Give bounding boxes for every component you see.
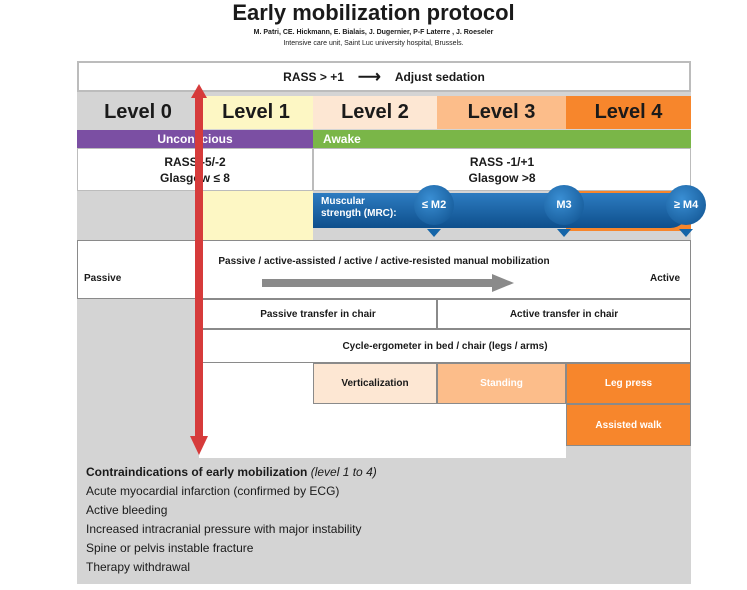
level1-blank-area <box>199 363 313 458</box>
mrc-pointer-m2 <box>427 229 441 237</box>
mrc-pointer-m3 <box>557 229 571 237</box>
awake-rass: RASS -1/+1 <box>469 154 535 169</box>
contraindication-item: Increased intracranial pressure with maj… <box>86 522 362 536</box>
unconscious-label: Unconscious <box>157 132 233 146</box>
cycle-ergometer-cell: Cycle-ergometer in bed / chair (legs / a… <box>199 329 691 363</box>
level-2-header: Level 2 <box>313 96 437 129</box>
mrc-bar <box>313 193 688 228</box>
level-4-label: Level 4 <box>594 101 663 123</box>
active-label: Active <box>649 273 680 284</box>
mrc-label-line1: Muscular <box>321 196 365 207</box>
mrc-marker-m3: M3 <box>544 185 584 225</box>
passive-to-active-arrow <box>262 274 514 292</box>
awake-criteria: RASS -1/+1 Glasgow >8 <box>313 148 691 191</box>
assisted-walk-cell: Assisted walk <box>566 404 691 446</box>
active-transfer-cell: Active transfer in chair <box>437 299 691 329</box>
authors-line: M. Patri, CE. Hickmann, E. Bialais, J. D… <box>253 29 494 36</box>
contraindications-title: Contraindications of early mobilization <box>86 465 308 479</box>
verticalization-cell: Verticalization <box>313 363 437 404</box>
level2-blank-area <box>313 404 566 458</box>
contraindications-heading: Contraindications of early mobilization … <box>86 463 377 482</box>
level-1-header: Level 1 <box>199 96 313 129</box>
rass-rule-condition: RASS > +1 <box>283 69 344 84</box>
level1-column <box>199 191 313 240</box>
contraindication-item: Therapy withdrawal <box>86 560 191 574</box>
manual-mobilization-text: Passive / active-assisted / active / act… <box>218 256 550 267</box>
right-arrow-icon: ⟶ <box>357 68 381 86</box>
level-2-label: Level 2 <box>341 101 409 123</box>
level-0-label: Level 0 <box>104 101 172 123</box>
level-1-label: Level 1 <box>222 101 290 123</box>
standing-cell: Standing <box>437 363 566 404</box>
mrc-marker-m2-label: ≤ M2 <box>421 199 447 211</box>
passive-transfer-cell: Passive transfer in chair <box>199 299 437 329</box>
contraindications-note: (level 1 to 4) <box>310 465 377 479</box>
contraindication-item: Active bleeding <box>86 503 168 517</box>
affiliation-line: Intensive care unit, Saint Luc universit… <box>283 40 464 47</box>
awake-glasgow: Glasgow >8 <box>468 170 536 185</box>
mrc-marker-m4: ≥ M4 <box>666 185 706 225</box>
mrc-marker-m4-label: ≥ M4 <box>673 199 699 211</box>
awake-label: Awake <box>323 132 361 146</box>
unconscious-rass: RASS -5/-2 <box>164 154 226 169</box>
red-timeline-arrow <box>190 84 208 455</box>
level-0-header: Level 0 <box>77 96 199 129</box>
mrc-marker-m2: ≤ M2 <box>414 185 454 225</box>
level-3-header: Level 3 <box>437 96 566 129</box>
level-4-header: Level 4 <box>566 96 691 129</box>
contraindications-block: Contraindications of early mobilization … <box>86 463 377 577</box>
page-title: Early mobilization protocol <box>232 0 515 25</box>
manual-mobilization-box <box>77 240 691 299</box>
rass-rule-action: Adjust sedation <box>394 69 485 84</box>
level-3-label: Level 3 <box>467 101 536 123</box>
awake-band: Awake <box>313 130 691 148</box>
leg-press-cell: Leg press <box>566 363 691 404</box>
mrc-label: Muscular strength (MRC): <box>321 196 397 220</box>
mrc-label-line2: strength (MRC): <box>321 208 397 219</box>
contraindication-item: Spine or pelvis instable fracture <box>86 541 254 555</box>
contraindication-item: Acute myocardial infarction (confirmed b… <box>86 484 340 498</box>
passive-label: Passive <box>84 273 122 284</box>
mrc-marker-m3-label: M3 <box>556 199 572 211</box>
mrc-pointer-m4 <box>679 229 693 237</box>
rass-rule-box: RASS > +1 ⟶ Adjust sedation <box>77 61 691 92</box>
